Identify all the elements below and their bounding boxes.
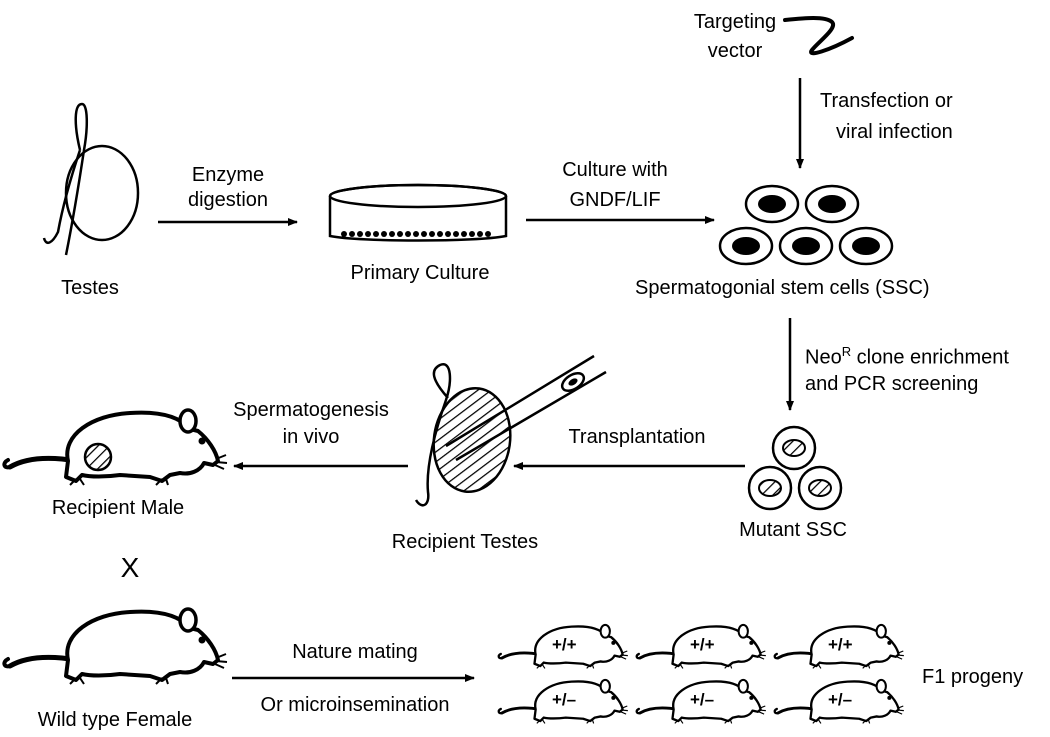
recipient-testes-icon <box>414 354 607 507</box>
neo-rest: clone enrichment <box>851 346 1009 369</box>
testes-icon <box>42 102 140 256</box>
microinsemination-label: Or microinsemination <box>260 694 450 716</box>
pcr-screening-label: and PCR screening <box>805 373 979 395</box>
genotype-label: +/– <box>552 690 577 709</box>
neo-superscript: R <box>841 344 852 359</box>
wild-type-female-label: Wild type Female <box>37 709 193 731</box>
genotype-label: +/+ <box>690 635 715 654</box>
transfection-label: Transfection or <box>820 90 953 112</box>
genotype-label: +/– <box>690 690 715 709</box>
mutant-ssc-icon <box>747 425 843 511</box>
in-vivo-label: in vivo <box>282 426 340 448</box>
culture-dish-icon <box>328 183 508 242</box>
neo-base: Neo <box>805 346 842 369</box>
ssc-label: Spermatogonial stem cells (SSC) <box>635 277 930 299</box>
cross-symbol: X <box>120 552 140 583</box>
wild-type-female-mouse-icon <box>4 609 227 684</box>
neo-clone-label: NeoR clone enrichment <box>805 340 1009 370</box>
viral-infection-label: viral infection <box>836 121 953 143</box>
digestion-label: digestion <box>187 189 269 211</box>
culture-with-label: Culture with <box>562 159 668 181</box>
vector-label: vector <box>707 40 763 62</box>
genotype-label: +/+ <box>552 635 577 654</box>
targeting-vector-icon <box>783 16 854 56</box>
recipient-male-label: Recipient Male <box>51 497 185 519</box>
testes-label: Testes <box>61 277 119 299</box>
f1-progeny-label: F1 progeny <box>922 666 1024 688</box>
recipient-testes-label: Recipient Testes <box>391 531 539 553</box>
recipient-male-mouse-icon <box>4 410 227 485</box>
genotype-label: +/+ <box>828 635 853 654</box>
enzyme-label: Enzyme <box>191 164 265 186</box>
ssc-cells-icon <box>718 184 894 266</box>
primary-culture-label: Primary Culture <box>350 262 490 284</box>
mutant-ssc-label: Mutant SSC <box>739 519 847 541</box>
gndf-lif-label: GNDF/LIF <box>569 189 661 211</box>
nature-mating-label: Nature mating <box>292 641 418 663</box>
genotype-label: +/– <box>828 690 853 709</box>
targeting-label: Targeting <box>693 11 777 33</box>
spermatogenesis-label: Spermatogenesis <box>233 399 389 421</box>
transplantation-label: Transplantation <box>568 426 706 448</box>
